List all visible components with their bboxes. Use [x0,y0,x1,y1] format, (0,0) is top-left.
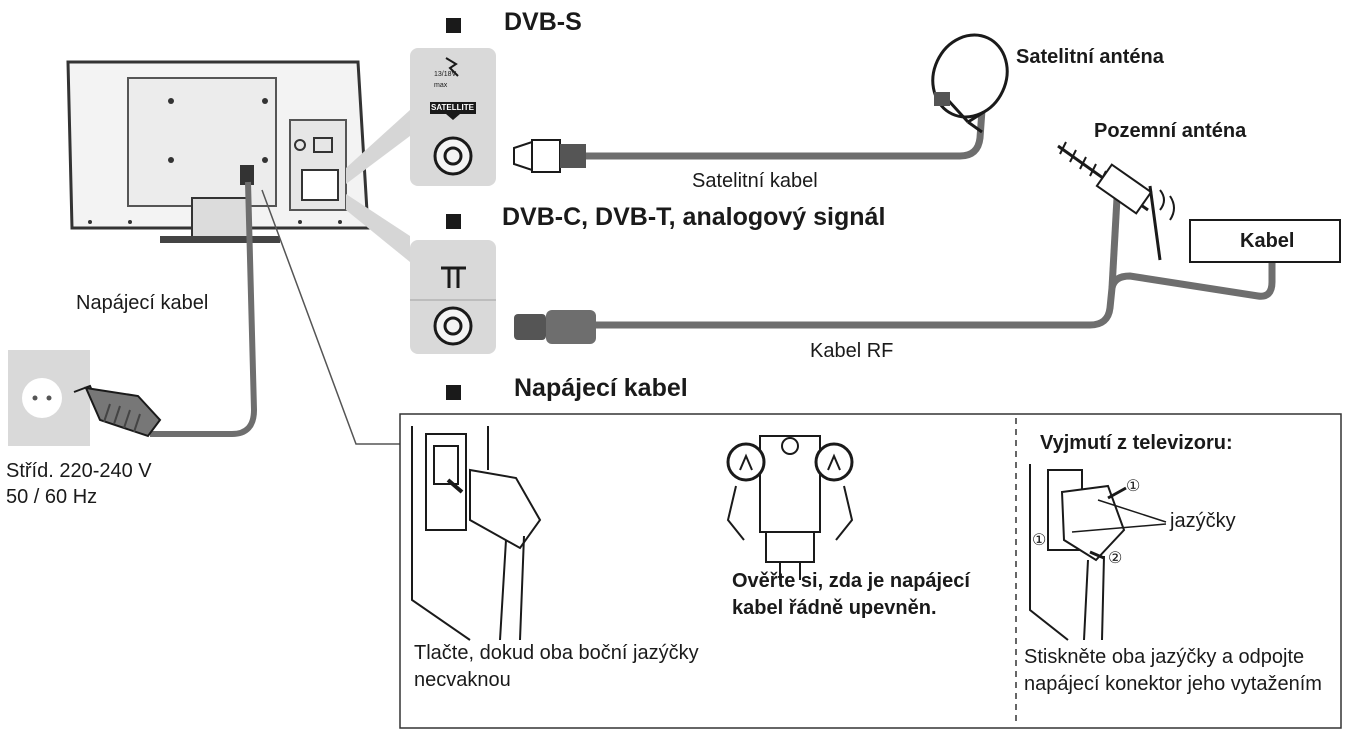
port-small-text: 13/18V [434,71,457,78]
wall-socket-illustration [8,350,162,446]
label-tabs: jazýčky [1170,510,1236,532]
panel-leader-line [261,189,400,445]
bullet-square [446,385,461,400]
label-satellite-cable: Satelitní kabel [692,170,818,192]
plug-push-illustration [411,426,542,641]
power-cord [150,181,258,437]
marker-one: ① [1126,478,1141,495]
label-rf-cable: Kabel RF [810,340,894,362]
power-instruction-panel [399,413,1342,729]
rf-cable [514,179,1276,344]
label-satellite-antenna: Satelitní anténa [1016,46,1164,68]
instruction-check: Ověřte si, zda je napájecí kabel řádně u… [732,570,970,619]
port-satellite-text: SATELLITE [431,103,474,112]
tv-back-illustration [66,60,370,243]
label-terrestrial-antenna: Pozemní anténa [1094,120,1247,142]
satellite-port-panel [410,48,496,186]
label-mains-frequency: 50 / 60 Hz [6,486,98,508]
heading-dvb-c-t: DVB-C, DVB-T, analogový signál [502,203,886,231]
terrestrial-antenna-illustration [1057,141,1175,261]
cable-box [1189,219,1341,263]
heading-dvb-s: DVB-S [504,8,582,36]
rf-port-panel [410,240,496,354]
marker-one: ① [1032,532,1047,549]
label-power-cable: Napájecí kabel [76,292,209,314]
plug-remove-illustration [1029,464,1167,641]
plug-check-illustration [726,435,854,580]
instruction-remove: Stiskněte oba jazýčky a odpojte napájecí… [1024,646,1322,695]
label-cable-box: Kabel [1240,230,1295,252]
marker-two: ② [1108,550,1123,567]
heading-power-cable: Napájecí kabel [514,374,688,402]
satellite-dish-illustration [931,33,1009,134]
instruction-push: Tlačte, dokud oba boční jazýčky necvakno… [414,642,699,691]
remove-title: Vyjmutí z televizoru: [1040,432,1233,454]
bullet-square [446,18,461,33]
port-small-text: max [434,82,448,89]
bullet-square [446,214,461,229]
label-mains-voltage: Stříd. 220-240 V [6,460,152,482]
satellite-cable [513,109,986,173]
